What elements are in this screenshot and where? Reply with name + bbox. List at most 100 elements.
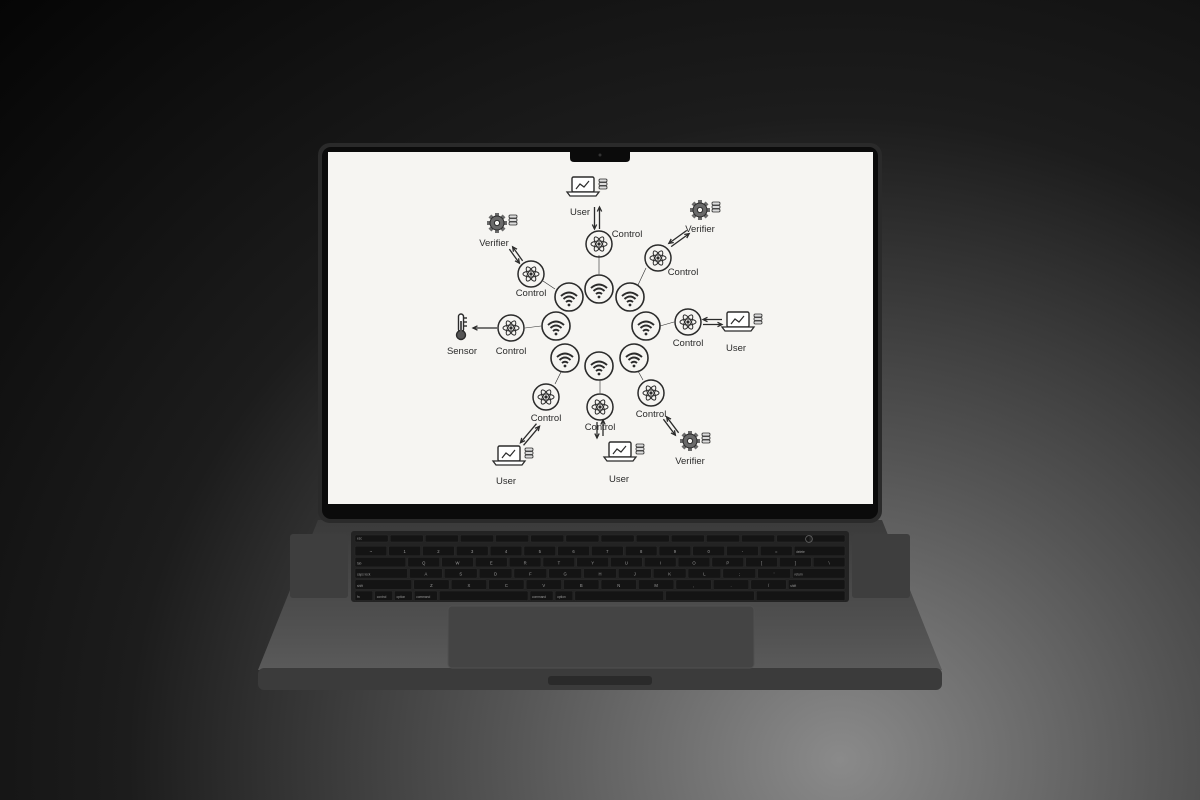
key-o[interactable] bbox=[677, 557, 711, 568]
key-blank[interactable] bbox=[530, 534, 565, 543]
trackpad[interactable] bbox=[447, 605, 755, 669]
database-icon bbox=[711, 201, 721, 213]
key-return[interactable] bbox=[792, 568, 846, 579]
key-u[interactable] bbox=[610, 557, 643, 568]
key-blank[interactable] bbox=[389, 534, 424, 543]
key-q[interactable] bbox=[407, 557, 440, 568]
key-b[interactable] bbox=[563, 579, 600, 590]
key-command[interactable] bbox=[413, 590, 438, 601]
key--[interactable] bbox=[760, 545, 793, 556]
key--[interactable] bbox=[675, 579, 712, 590]
key-l[interactable] bbox=[687, 568, 722, 579]
key-v[interactable] bbox=[525, 579, 562, 590]
key-shift[interactable] bbox=[354, 579, 412, 590]
key-n[interactable] bbox=[600, 579, 637, 590]
key-label: = bbox=[775, 549, 778, 554]
key-0[interactable] bbox=[692, 545, 725, 556]
key-blank[interactable] bbox=[671, 534, 705, 543]
key-4[interactable] bbox=[489, 545, 523, 556]
key-label: delete bbox=[796, 550, 805, 554]
key-j[interactable] bbox=[618, 568, 652, 579]
key-label: H bbox=[598, 572, 601, 577]
thermometer-icon bbox=[455, 313, 467, 341]
key-m[interactable] bbox=[638, 579, 675, 590]
speaker-right bbox=[852, 534, 910, 598]
key--[interactable] bbox=[757, 568, 791, 579]
key-blank[interactable] bbox=[665, 590, 755, 601]
key-label: 9 bbox=[674, 549, 677, 554]
key-z[interactable] bbox=[413, 579, 450, 590]
key-shift[interactable] bbox=[788, 579, 846, 590]
key-g[interactable] bbox=[548, 568, 582, 579]
key--[interactable] bbox=[722, 568, 756, 579]
key-command[interactable] bbox=[529, 590, 554, 601]
key-delete[interactable] bbox=[793, 545, 846, 556]
key-label: fn bbox=[357, 595, 360, 599]
key-x[interactable] bbox=[450, 579, 487, 590]
key-control[interactable] bbox=[374, 590, 393, 601]
key-r[interactable] bbox=[508, 557, 542, 568]
key-blank[interactable] bbox=[425, 534, 459, 543]
verifier-bottomright-label: Verifier bbox=[675, 456, 705, 467]
key-2[interactable] bbox=[422, 545, 455, 556]
key--[interactable] bbox=[354, 545, 388, 556]
key-blank[interactable] bbox=[460, 534, 494, 543]
key-option[interactable] bbox=[394, 590, 413, 601]
key--[interactable] bbox=[745, 557, 778, 568]
key-5[interactable] bbox=[523, 545, 556, 556]
key-label: tab bbox=[357, 561, 362, 565]
key-blank[interactable] bbox=[495, 534, 529, 543]
key-1[interactable] bbox=[388, 545, 421, 556]
key-3[interactable] bbox=[456, 545, 489, 556]
touch-id-icon[interactable] bbox=[805, 535, 813, 543]
key-y[interactable] bbox=[576, 557, 609, 568]
key-h[interactable] bbox=[583, 568, 617, 579]
key-9[interactable] bbox=[658, 545, 692, 556]
key-t[interactable] bbox=[542, 557, 576, 568]
key-f[interactable] bbox=[513, 568, 548, 579]
key-tab[interactable] bbox=[354, 557, 407, 568]
key-blank[interactable] bbox=[756, 590, 846, 601]
key-label: option bbox=[557, 595, 566, 599]
wifi-icon bbox=[550, 343, 580, 373]
key-blank[interactable] bbox=[574, 590, 664, 601]
key-c[interactable] bbox=[488, 579, 525, 590]
key--[interactable] bbox=[750, 579, 787, 590]
key-fn[interactable] bbox=[354, 590, 373, 601]
key-label: 1 bbox=[403, 549, 406, 554]
key-8[interactable] bbox=[624, 545, 658, 556]
key-label: command bbox=[532, 595, 546, 599]
key-blank[interactable] bbox=[706, 534, 740, 543]
key-i[interactable] bbox=[644, 557, 677, 568]
key-caps-lock[interactable] bbox=[354, 568, 408, 579]
key--[interactable] bbox=[812, 557, 846, 568]
key-e[interactable] bbox=[475, 557, 508, 568]
key-blank[interactable] bbox=[600, 534, 635, 543]
key--[interactable] bbox=[779, 557, 812, 568]
control-right-label: Control bbox=[673, 338, 704, 349]
key-w[interactable] bbox=[441, 557, 474, 568]
key-blank[interactable] bbox=[811, 534, 846, 543]
key-7[interactable] bbox=[591, 545, 624, 556]
key--[interactable] bbox=[726, 545, 759, 556]
key-label: B bbox=[580, 583, 583, 588]
key-s[interactable] bbox=[444, 568, 478, 579]
key-esc[interactable] bbox=[354, 534, 389, 543]
key-blank[interactable] bbox=[635, 534, 670, 543]
key-k[interactable] bbox=[652, 568, 687, 579]
key-a[interactable] bbox=[409, 568, 443, 579]
key-blank[interactable] bbox=[776, 534, 811, 543]
key-option[interactable] bbox=[554, 590, 574, 601]
key-label: , bbox=[693, 583, 694, 588]
key-p[interactable] bbox=[711, 557, 744, 568]
key-d[interactable] bbox=[478, 568, 513, 579]
control-topright-label: Control bbox=[668, 267, 699, 278]
key-blank[interactable] bbox=[565, 534, 600, 543]
database-icon bbox=[508, 214, 518, 226]
key-label: 2 bbox=[437, 549, 440, 554]
key-blank[interactable] bbox=[741, 534, 775, 543]
key-blank[interactable] bbox=[439, 590, 529, 601]
key--[interactable] bbox=[713, 579, 750, 590]
key-6[interactable] bbox=[557, 545, 590, 556]
key-label: shift bbox=[790, 584, 796, 588]
